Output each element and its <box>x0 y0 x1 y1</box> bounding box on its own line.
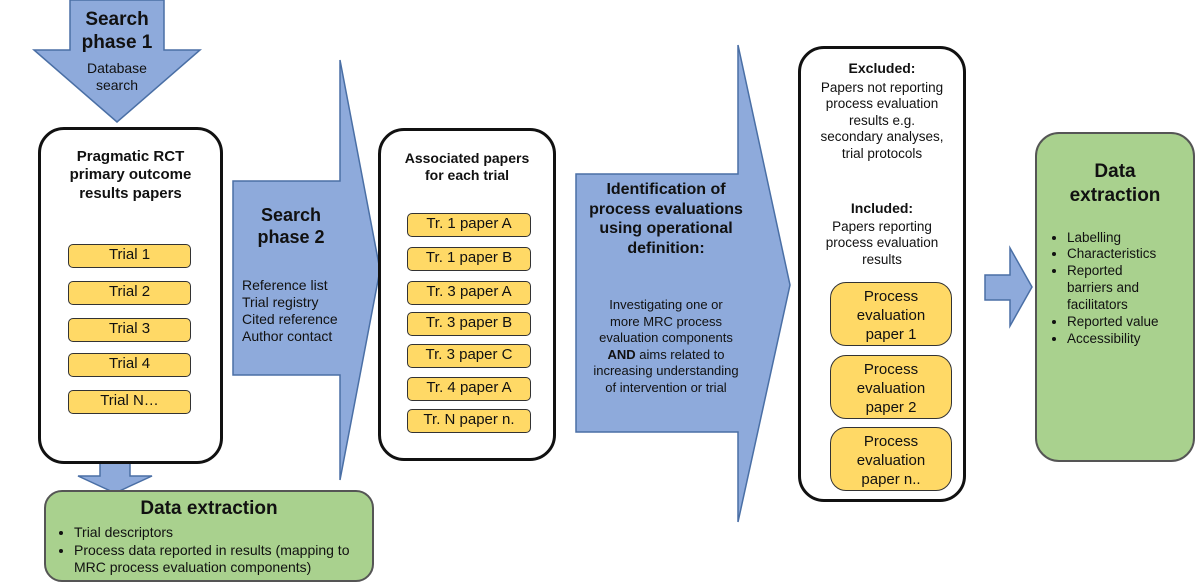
trial-item: Trial 2 <box>68 281 191 305</box>
search-phase-1-title: Search phase 1 <box>81 9 153 54</box>
right-item-labelling: Labelling <box>1067 230 1193 247</box>
associated-paper-item: Tr. 1 paper A <box>407 213 531 237</box>
excluded-text: Papers not reporting process evaluation … <box>820 80 944 161</box>
identification-arrow <box>575 44 791 523</box>
associated-paper-item: Tr. 3 paper B <box>407 312 531 336</box>
included-text: Papers reporting process evaluation resu… <box>825 219 939 267</box>
search-phase-2-methods: Reference list Trial registry Cited refe… <box>242 277 362 345</box>
data-extraction-right-title: Data extraction <box>1069 161 1161 206</box>
process-paper-1: Process evaluation paper 1 <box>830 282 952 346</box>
process-paper-2: Process evaluation paper 2 <box>830 355 952 419</box>
excluded-title: Excluded: <box>848 60 916 76</box>
rct-box-title: Pragmatic RCT primary outcome results pa… <box>69 148 192 202</box>
trial-item: Trial N… <box>68 390 191 414</box>
trial-item: Trial 4 <box>68 353 191 377</box>
search-phase-2-arrow <box>232 59 381 481</box>
data-extraction-bottom-title: Data extraction <box>140 498 278 519</box>
method-reference-list: Reference list <box>242 277 328 293</box>
right-item-characteristics: Characteristics <box>1067 246 1193 263</box>
right-item-accessibility: Accessibility <box>1067 331 1193 348</box>
bottom-item-process-data: Process data reported in results (mappin… <box>74 542 372 577</box>
arrow-to-data-extraction <box>984 245 1033 329</box>
method-trial-registry: Trial registry <box>242 294 319 311</box>
identification-description: Investigating one or more MRC process ev… <box>586 297 746 396</box>
data-extraction-right: Data extraction Labelling Characteristic… <box>1035 132 1195 462</box>
identification-desc-b: aims related to increasing understanding… <box>593 346 739 395</box>
associated-paper-item: Tr. 1 paper B <box>407 247 531 271</box>
search-phase-2-title: Search phase 2 <box>257 205 325 247</box>
included-title: Included: <box>850 200 914 216</box>
associated-paper-item: Tr. 3 paper A <box>407 281 531 305</box>
identification-title: Identification of process evaluations us… <box>589 181 743 257</box>
trial-item: Trial 1 <box>68 244 191 268</box>
associated-paper-item: Tr. 3 paper C <box>407 344 531 368</box>
right-item-reported-value: Reported value <box>1067 314 1193 331</box>
associated-paper-item: Tr. 4 paper A <box>407 377 531 401</box>
screening-box <box>798 46 966 502</box>
associated-box-title: Associated papers for each trial <box>404 150 530 184</box>
data-extraction-bottom: Data extraction Trial descriptors Proces… <box>44 490 374 582</box>
down-arrow-to-extraction <box>77 462 153 494</box>
right-item-barriers: Reported barriers and facilitators <box>1067 263 1167 314</box>
trial-item: Trial 3 <box>68 318 191 342</box>
identification-desc-a: Investigating one or more MRC process ev… <box>599 297 733 345</box>
search-phase-1-subtitle: Database search <box>87 60 147 94</box>
bottom-item-trial-descriptors: Trial descriptors <box>74 524 372 542</box>
identification-and: AND <box>607 346 636 362</box>
process-paper-n: Process evaluation paper n.. <box>830 427 952 491</box>
associated-paper-item: Tr. N paper n. <box>407 409 531 433</box>
method-author-contact: Author contact <box>242 328 333 345</box>
search-phase-1-arrow <box>31 0 203 123</box>
method-cited-reference: Cited reference <box>242 311 338 328</box>
